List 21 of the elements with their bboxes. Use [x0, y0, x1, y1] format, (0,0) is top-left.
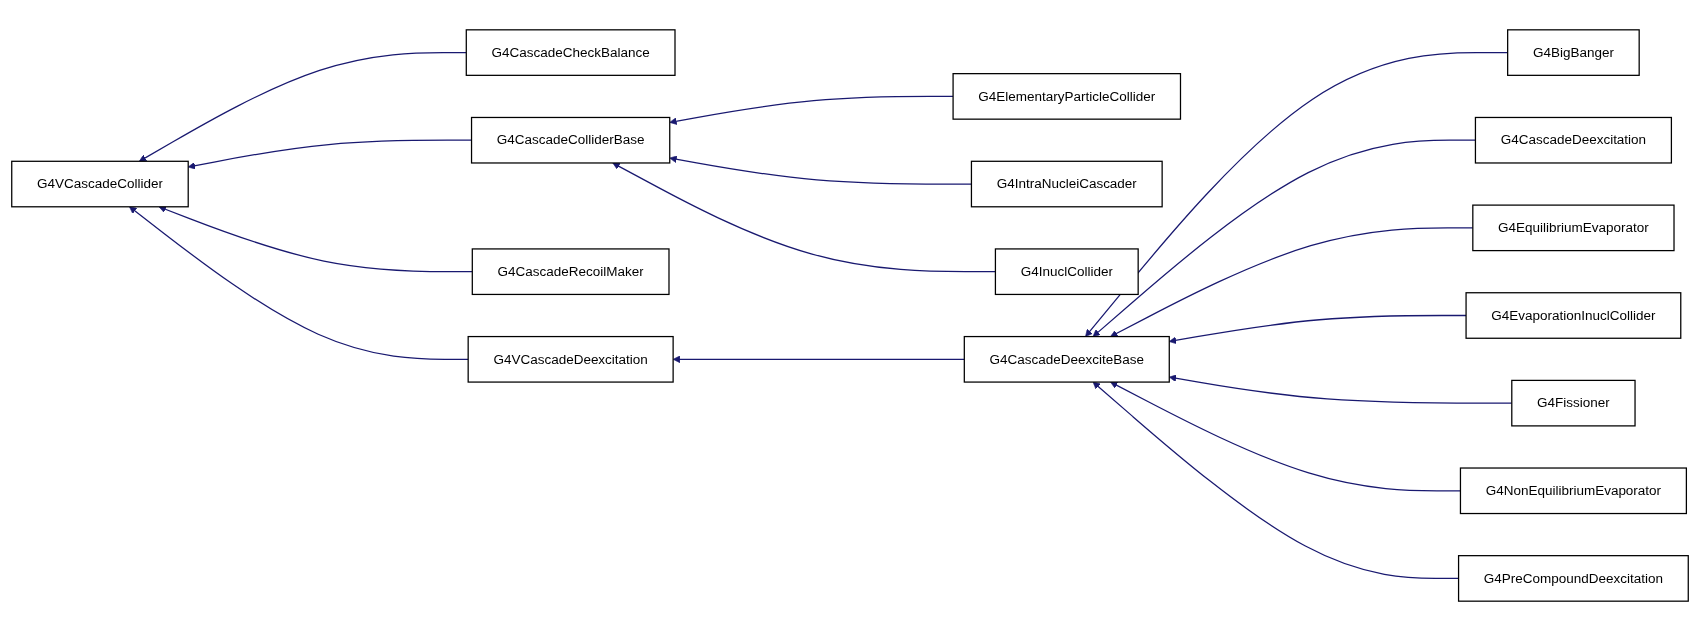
- node-box: G4Fissioner: [1511, 379, 1636, 427]
- node-box: G4CascadeDeexcitation: [1474, 116, 1673, 164]
- arrow: [158, 205, 473, 273]
- node-box: G4VCascadeDeexcitation: [467, 335, 674, 383]
- node-box: G4ElementaryParticleCollider: [952, 73, 1182, 120]
- arrow: [138, 51, 467, 162]
- node-box: G4BigBanger: [1507, 29, 1640, 76]
- node-box: G4VCascadeCollider: [11, 160, 189, 208]
- node-box: G4CascadeDeexciteBase: [963, 335, 1170, 383]
- node-box: G4PreCompoundDeexcitation: [1457, 555, 1689, 602]
- arrow: [669, 95, 954, 125]
- node-box: G4CascadeColliderBase: [470, 116, 671, 164]
- node-box: G4CascadeCheckBalance: [465, 29, 676, 76]
- node-box: G4EvaporationInuclCollider: [1465, 292, 1682, 339]
- node-box: G4EquilibriumEvaporator: [1472, 204, 1675, 252]
- node-box: G4CascadeRecoilMaker: [471, 248, 670, 296]
- node-box: G4IntraNucleiCascader: [970, 160, 1163, 208]
- node-box: G4NonEquilibriumEvaporator: [1459, 467, 1687, 515]
- arrow: [1092, 381, 1460, 580]
- node-box: G4InuclCollider: [994, 248, 1139, 296]
- arrow: [129, 206, 469, 360]
